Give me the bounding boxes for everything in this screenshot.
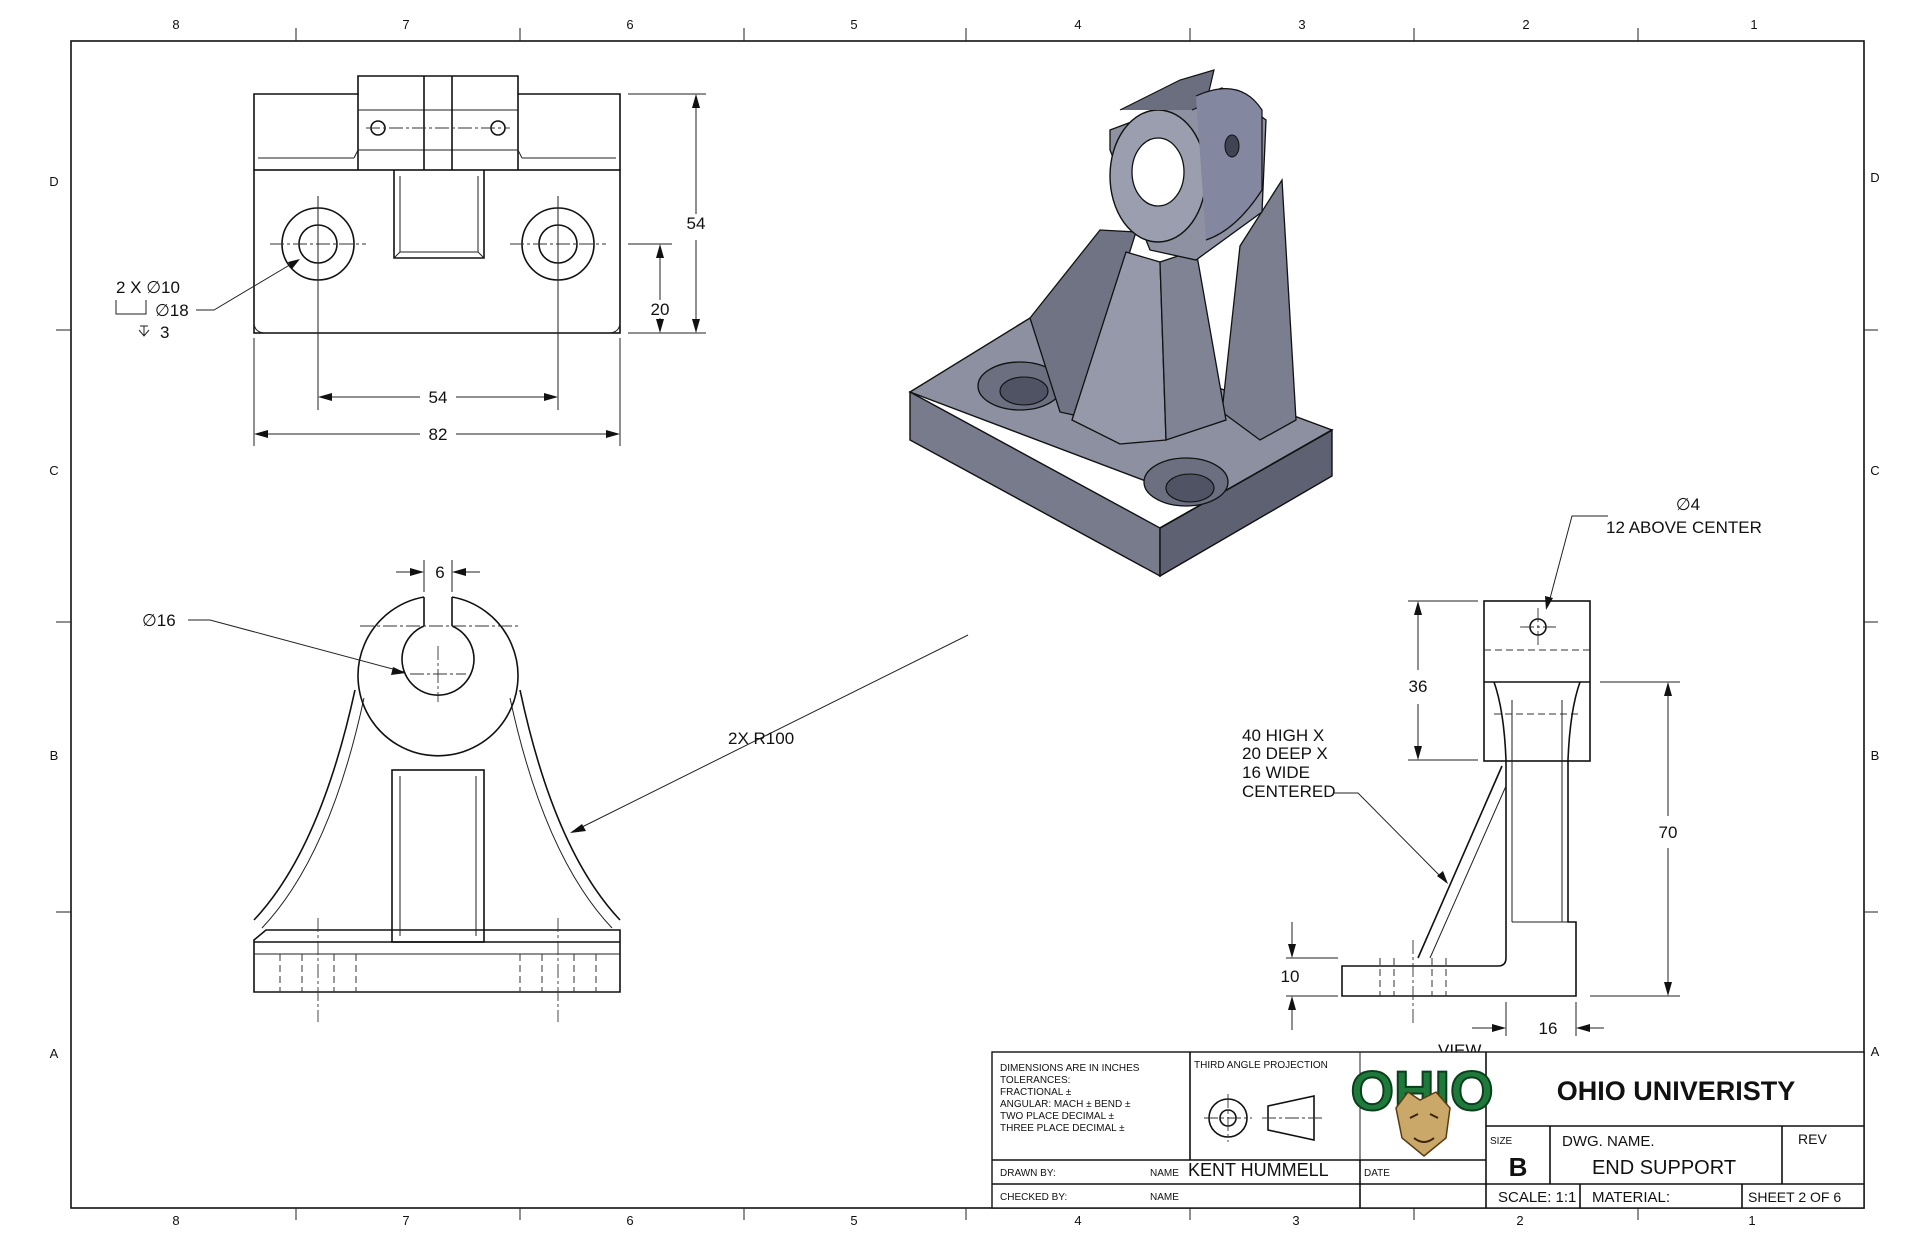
note-hole-position: 12 ABOVE CENTER [1606, 518, 1762, 537]
zone-top-5: 5 [850, 17, 857, 32]
note-hole-diameter: ∅4 [1676, 495, 1700, 514]
zone-bottom-2: 2 [1516, 1213, 1523, 1228]
zone-top-7: 7 [402, 17, 409, 32]
zone-bottom-6: 6 [626, 1213, 633, 1228]
hole-note-line1: 2 X ∅10 [116, 278, 180, 297]
isometric-view [908, 69, 1334, 578]
top-view-dimensions: 2 X ∅10 ∅18 3 54 20 54 82 [116, 214, 705, 444]
zone-right-b: B [1871, 748, 1880, 763]
zone-top-4: 4 [1074, 17, 1081, 32]
zone-top-6: 6 [626, 17, 633, 32]
zone-left-b: B [50, 748, 59, 763]
dim-rib-16: 16 [1539, 1019, 1558, 1038]
zone-right-d: D [1870, 170, 1879, 185]
checked-name-label: NAME [1150, 1192, 1179, 1203]
projection-cone-icon [1267, 1095, 1315, 1141]
zone-bottom-7: 7 [402, 1213, 409, 1228]
zone-top-3: 3 [1298, 17, 1305, 32]
dwg-name: END SUPPORT [1592, 1157, 1736, 1179]
zone-right-a: A [1871, 1044, 1880, 1059]
size-label: SIZE [1490, 1136, 1513, 1147]
tolerance-line3: FRACTIONAL ± [1000, 1087, 1072, 1098]
dim-upper-36: 36 [1409, 677, 1428, 696]
side-view-dimensions: ∅4 12 ABOVE CENTER 36 40 HIGH X 20 DEEP … [1242, 495, 1762, 1060]
dim-hole-spacing: 54 [429, 388, 448, 407]
zone-top-8: 8 [172, 17, 179, 32]
logo-text: OHIO [1350, 1059, 1493, 1122]
title-block: OHIO DIMENSIONS ARE IN INCHES TOLERANCES… [991, 1051, 1865, 1209]
front-view [188, 560, 969, 1022]
rib-note-line4: CENTERED [1242, 782, 1336, 801]
zone-bottom-4: 4 [1074, 1213, 1081, 1228]
tolerance-line2: TOLERANCES: [1000, 1075, 1070, 1086]
ohio-bobcat-logo: OHIO [1349, 1054, 1495, 1158]
zone-bottom-5: 5 [850, 1213, 857, 1228]
drawn-by-name: KENT HUMMELL [1188, 1160, 1329, 1180]
checked-by-label: CHECKED BY: [1000, 1192, 1067, 1203]
zone-bottom-1: 1 [1748, 1213, 1755, 1228]
drawn-by-label: DRAWN BY: [1000, 1168, 1056, 1179]
rib-note-line1: 40 HIGH X [1242, 726, 1324, 745]
dim-bore-diameter: ∅16 [142, 611, 176, 630]
dim-height-54: 54 [687, 214, 706, 233]
hole-note-line3: 3 [160, 323, 169, 342]
zone-labels: 8 7 6 5 4 3 2 1 8 7 6 5 4 3 2 1 D C B A … [49, 17, 1879, 1228]
hole-note-line2: ∅18 [155, 301, 189, 320]
front-view-dimensions: 6 ∅16 2X R100 [142, 563, 794, 748]
tolerance-line4: ANGULAR: MACH ± BEND ± [1000, 1099, 1131, 1110]
dim-radius: 2X R100 [728, 729, 794, 748]
rev-label: REV [1798, 1131, 1827, 1147]
tolerance-line5: TWO PLACE DECIMAL ± [1000, 1111, 1115, 1122]
zone-bottom-3: 3 [1292, 1213, 1299, 1228]
date-label: DATE [1364, 1168, 1390, 1179]
dim-base-10: 10 [1281, 967, 1300, 986]
zone-top-2: 2 [1522, 17, 1529, 32]
scale-text: SCALE: 1:1 [1498, 1189, 1576, 1206]
dim-lower-20: 20 [651, 300, 670, 319]
dim-width-82: 82 [429, 425, 448, 444]
tolerance-line1: DIMENSIONS ARE IN INCHES [1000, 1063, 1140, 1074]
name-label: NAME [1150, 1168, 1179, 1179]
rib-note-line2: 20 DEEP X [1242, 744, 1328, 763]
zone-bottom-8: 8 [172, 1213, 179, 1228]
sheet-number: SHEET 2 OF 6 [1748, 1189, 1841, 1205]
tolerance-line6: THREE PLACE DECIMAL ± [1000, 1123, 1125, 1134]
material-label: MATERIAL: [1592, 1189, 1670, 1206]
zone-top-1: 1 [1750, 17, 1757, 32]
size-value: B [1509, 1152, 1528, 1182]
zone-left-a: A [50, 1046, 59, 1061]
dim-slot-width: 6 [435, 563, 444, 582]
sheet-border [56, 28, 1878, 1220]
zone-right-c: C [1870, 463, 1879, 478]
projection-label: THIRD ANGLE PROJECTION [1194, 1060, 1328, 1071]
dwg-name-label: DWG. NAME. [1562, 1133, 1655, 1150]
rib-note-line3: 16 WIDE [1242, 763, 1310, 782]
company-name: OHIO UNIVERISTY [1557, 1076, 1796, 1106]
dim-total-70: 70 [1659, 823, 1678, 842]
side-view [1286, 515, 1680, 1036]
top-view [115, 75, 706, 446]
zone-left-d: D [49, 174, 58, 189]
zone-left-c: C [49, 463, 58, 478]
